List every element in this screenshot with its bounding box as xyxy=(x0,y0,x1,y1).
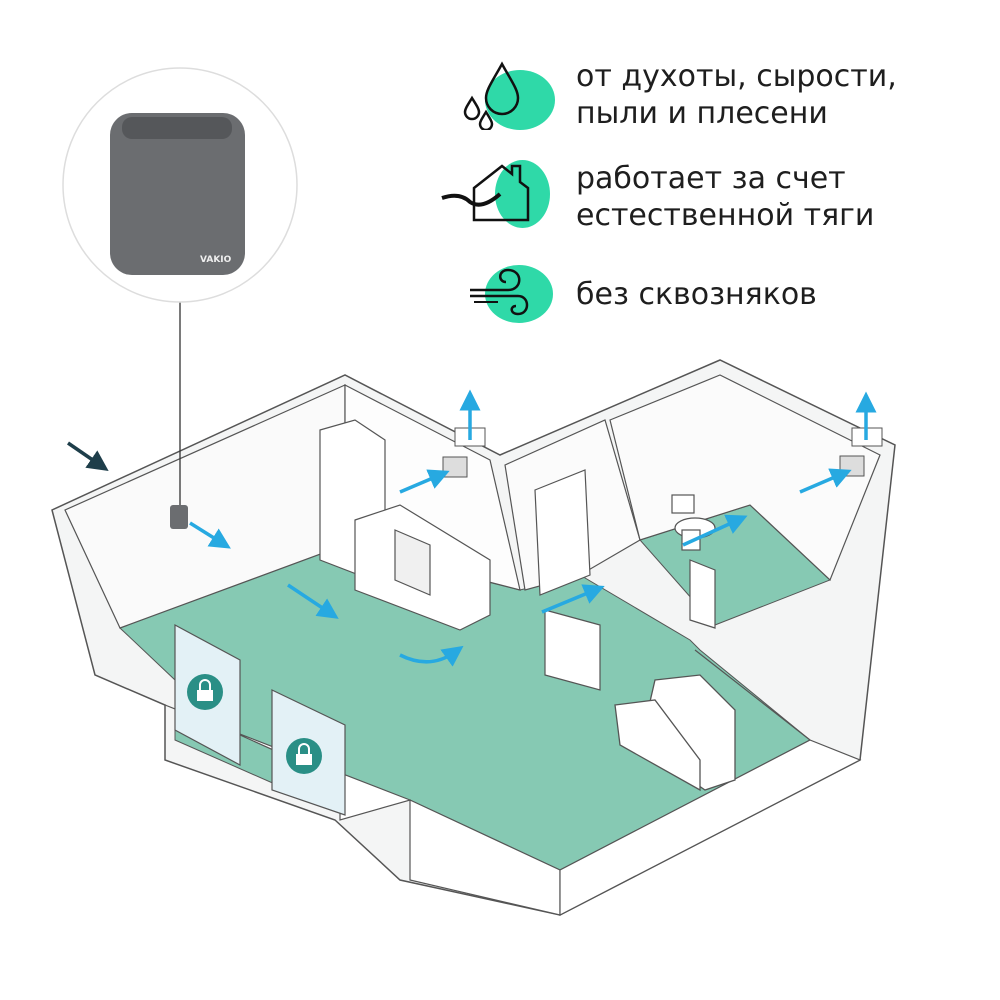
ventilator-device xyxy=(170,505,188,529)
feature-text: естественной тяги xyxy=(576,198,875,233)
feature-text: от духоты, сырости, xyxy=(576,59,897,94)
lock-icon xyxy=(187,674,223,710)
feature-text: без сквозняков xyxy=(576,277,817,312)
partition-wall xyxy=(544,609,601,691)
water-drops-icon xyxy=(463,61,520,130)
wind-swirl-icon xyxy=(470,268,529,316)
airflow-arrows xyxy=(189,389,877,667)
lock-icon xyxy=(286,738,322,774)
accent-blob xyxy=(495,160,550,228)
front-wall-right xyxy=(559,649,862,916)
inflow-arrow xyxy=(67,441,109,471)
sofa xyxy=(614,674,736,792)
accent-blob xyxy=(485,70,555,130)
feature-text: пыли и плесени xyxy=(576,96,828,131)
partition-wall-bath xyxy=(689,559,716,629)
brand-logo: VAKIO xyxy=(200,255,232,265)
door xyxy=(534,469,591,596)
vent-grille xyxy=(442,456,468,478)
feature-text: работает за счет xyxy=(576,161,846,196)
house-airflow-icon xyxy=(441,164,530,222)
vent-grille xyxy=(839,455,865,477)
wall-bath xyxy=(609,374,881,582)
product-callout: VAKIO xyxy=(62,67,298,303)
kitchen-cabinets xyxy=(319,419,491,631)
